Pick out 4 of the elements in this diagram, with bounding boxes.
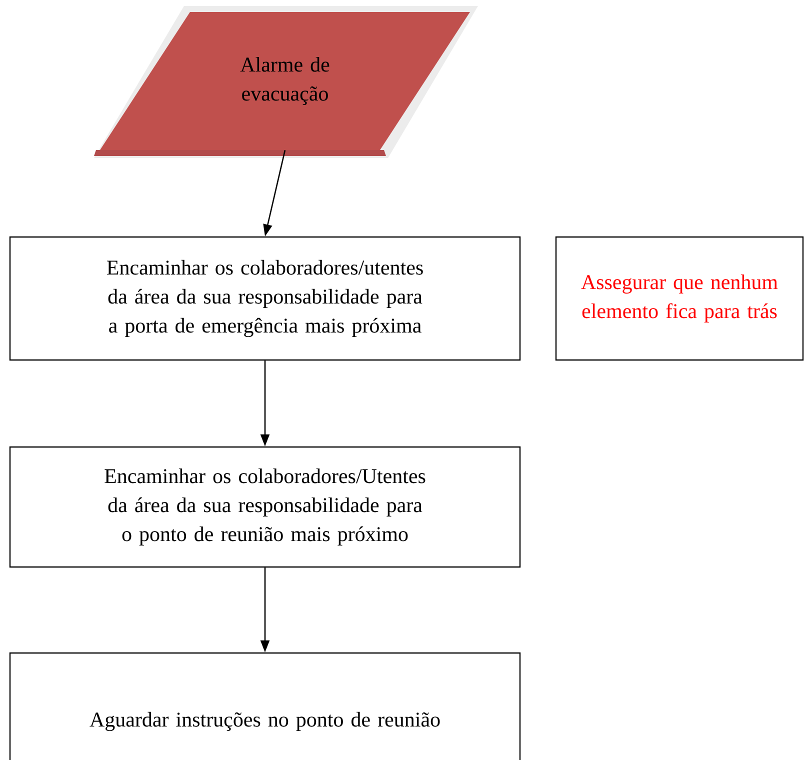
- process-box: Assegurar que nenhum elemento fica para trás: [555, 236, 804, 361]
- process-box: Aguardar instruções no ponto de reunião: [9, 652, 521, 760]
- process-box: Encaminhar os colaboradores/utentes da área da sua responsabilidade para a porta de emergência mais próxima: [9, 236, 521, 361]
- process-box: Encaminhar os colaboradores/Utentes da área da sua responsabilidade para o ponto de reunião mais próximo: [9, 446, 521, 568]
